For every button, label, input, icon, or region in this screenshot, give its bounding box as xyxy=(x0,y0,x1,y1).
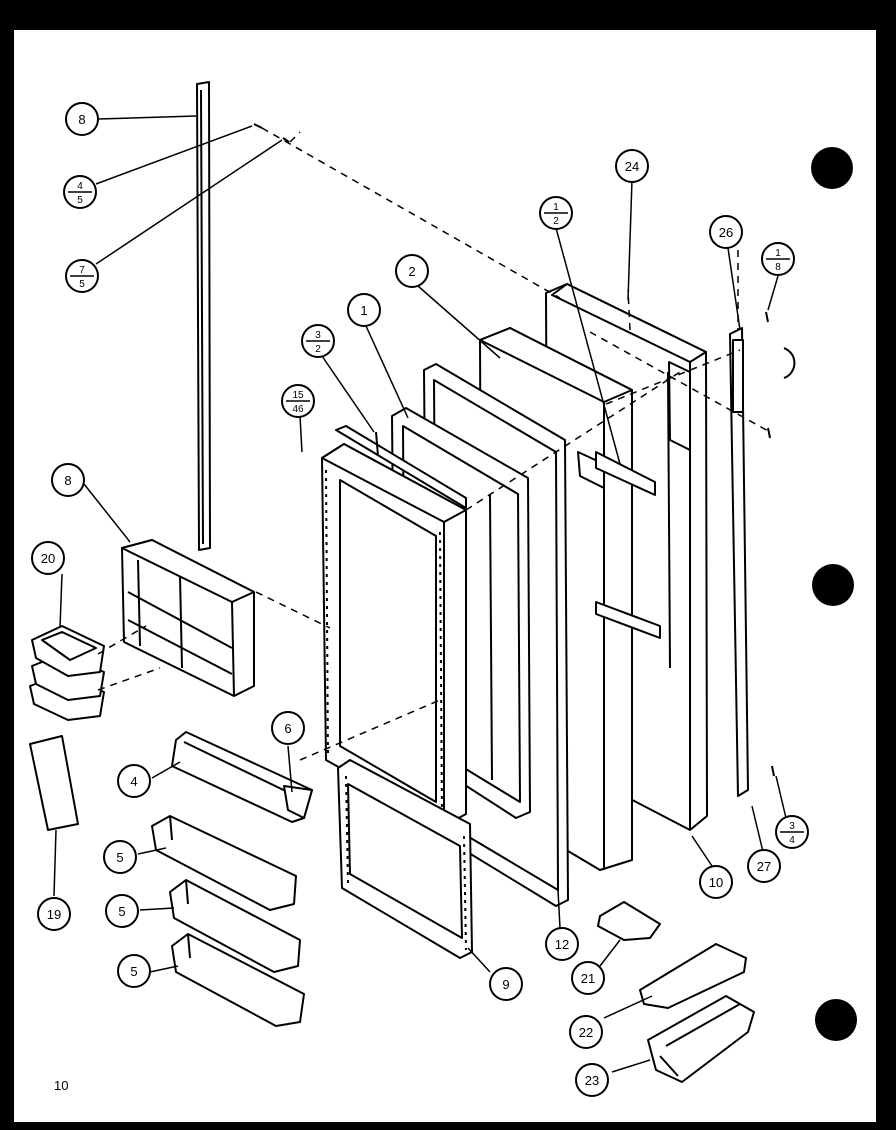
door-bin-5-bottom xyxy=(171,933,305,1027)
door-bin-4 xyxy=(171,731,313,823)
screw-part xyxy=(282,137,290,143)
fraction-7-5-top: 7 xyxy=(79,265,85,276)
callout-5-middle: 5 xyxy=(118,904,125,919)
lower-door-frame xyxy=(337,759,473,959)
fraction-3-4-top: 3 xyxy=(789,821,795,832)
callout-8-dairy: 8 xyxy=(64,473,71,488)
binder-hole-bottom xyxy=(815,999,857,1041)
callout-19: 19 xyxy=(47,907,61,922)
fraction-3-2-top: 3 xyxy=(315,330,321,341)
callout-12: 12 xyxy=(555,937,569,952)
fraction-7-5-bottom: 5 xyxy=(79,279,85,290)
fraction-1-2-top: 1 xyxy=(553,202,559,213)
callout-6: 6 xyxy=(284,721,291,736)
fraction-1-8-top: 1 xyxy=(775,248,781,259)
callout-10: 10 xyxy=(709,875,723,890)
ice-bin xyxy=(647,995,755,1083)
callout-5-top: 5 xyxy=(116,850,123,865)
callout-9: 9 xyxy=(502,977,509,992)
fraction-1-8-bottom: 8 xyxy=(775,262,781,273)
screw-part xyxy=(253,123,263,129)
callout-2: 2 xyxy=(408,264,415,279)
callout-20: 20 xyxy=(41,551,55,566)
door-bin-5-middle xyxy=(169,879,301,973)
callout-1: 1 xyxy=(360,303,367,318)
callout-4: 4 xyxy=(130,774,137,789)
fraction-3-2-bottom: 2 xyxy=(315,344,321,355)
page-number: 10 xyxy=(54,1078,68,1093)
door-trim-strip xyxy=(196,81,211,551)
door-bracket xyxy=(595,451,656,496)
door-bracket xyxy=(595,601,661,639)
dairy-compartment xyxy=(121,539,255,697)
fraction-3-4-bottom: 4 xyxy=(789,835,795,846)
callout-26: 26 xyxy=(719,225,733,240)
callout-22: 22 xyxy=(579,1025,593,1040)
callout-24: 24 xyxy=(625,159,639,174)
callout-21: 21 xyxy=(581,971,595,986)
door-cap-strip xyxy=(335,425,467,509)
fraction-1-2-bottom: 2 xyxy=(553,216,559,227)
cover-plate xyxy=(29,735,79,831)
leader-lines xyxy=(53,115,787,1073)
binder-hole-middle xyxy=(812,564,854,606)
hinge-screws xyxy=(765,311,775,777)
callout-8-top: 8 xyxy=(78,112,85,127)
door-inner-panel xyxy=(321,443,467,827)
binder-hole-top xyxy=(811,147,853,189)
fraction-4-5-bottom: 5 xyxy=(77,195,83,206)
bin-cover xyxy=(639,943,747,1009)
small-tray xyxy=(597,901,661,941)
storage-containers xyxy=(29,625,105,721)
callout-23: 23 xyxy=(585,1073,599,1088)
fraction-15-46-top: 15 xyxy=(292,390,304,401)
callout-5-bottom: 5 xyxy=(130,964,137,979)
callout-27: 27 xyxy=(757,859,771,874)
fraction-15-46-bottom: 46 xyxy=(292,404,304,415)
assembly-lines xyxy=(97,127,771,761)
fraction-4-5-top: 4 xyxy=(77,181,83,192)
